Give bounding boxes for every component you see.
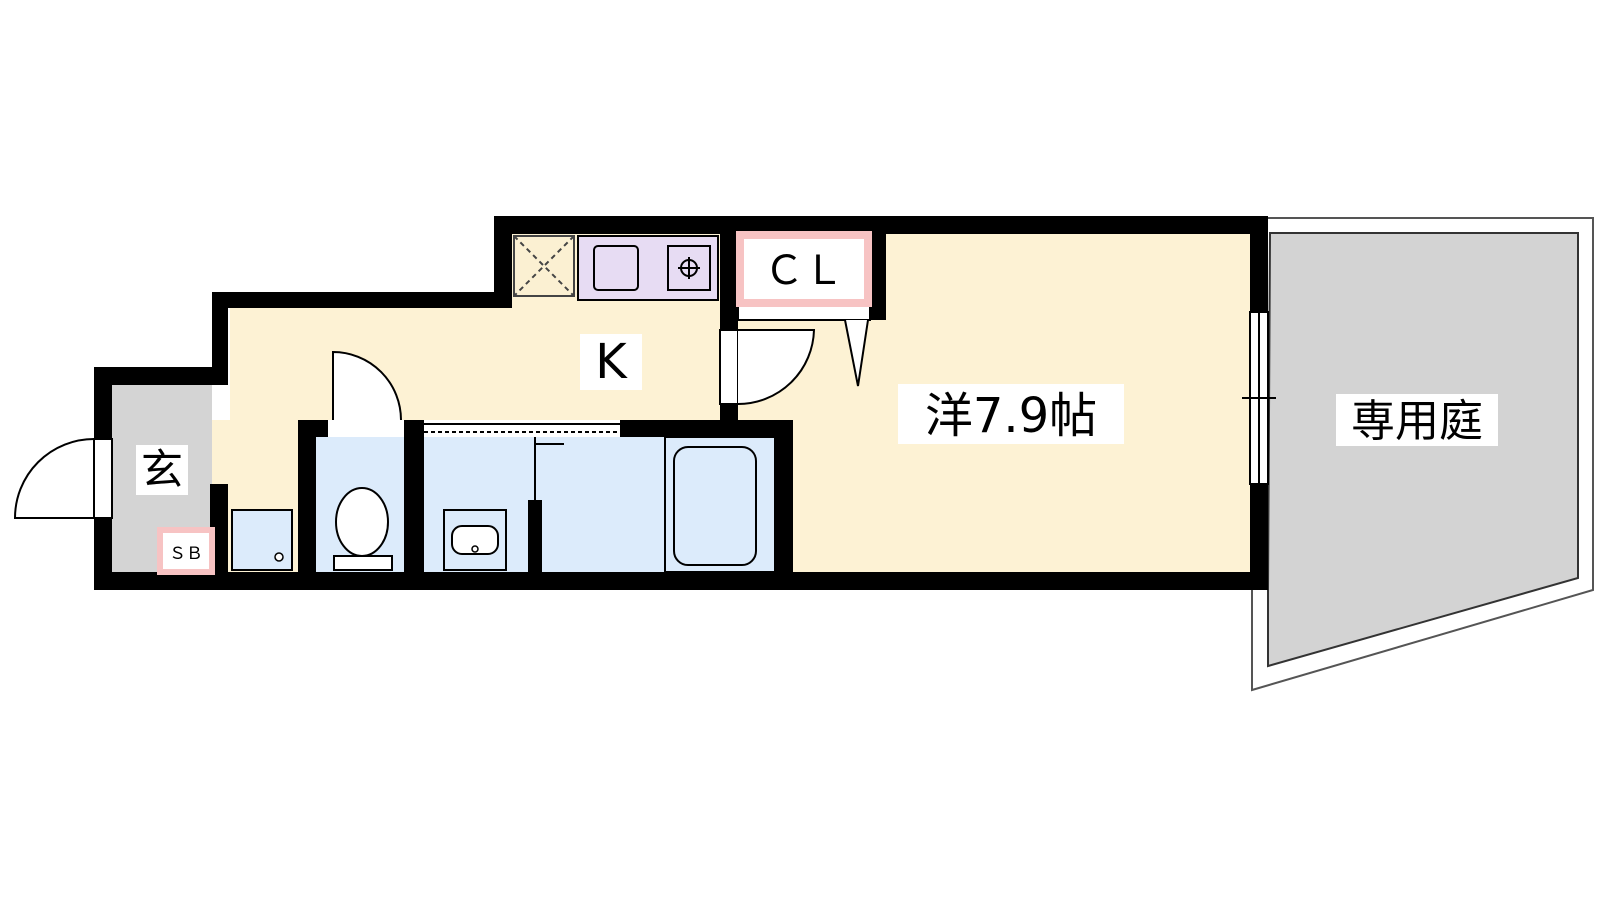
garden-label-bg xyxy=(1336,394,1498,446)
toilet-bowl xyxy=(335,487,389,557)
closet-door-leaf xyxy=(844,319,869,387)
wall-right-lower xyxy=(1250,484,1268,590)
toilet-tank xyxy=(333,555,393,571)
entrance-door-frame xyxy=(93,438,113,519)
wash-basin-drain xyxy=(471,545,479,553)
western-room-label: 洋7.9帖 xyxy=(925,388,1097,444)
kitchen-label: K xyxy=(595,334,628,390)
kitchen-sink xyxy=(593,245,639,291)
closet xyxy=(736,231,872,307)
wall-bath-right xyxy=(775,420,793,572)
room-door-swing xyxy=(737,329,816,405)
kitchen-label-bg xyxy=(580,334,642,390)
closet-label: ＣＬ xyxy=(764,248,844,294)
entrance-door-swing xyxy=(13,438,95,519)
toilet-door-swing xyxy=(332,350,402,421)
wall-entrance-left-upper xyxy=(94,367,112,439)
wall-top xyxy=(494,216,1268,234)
wall-wash-bath xyxy=(528,500,542,572)
entrance-label: 玄 xyxy=(141,445,183,494)
washing-machine-pan xyxy=(231,509,293,571)
labels: 玄 ＳＢ K ＣＬ 洋7.9帖 専用庭 xyxy=(136,248,1498,564)
wall-kitchen-left xyxy=(212,292,228,384)
washing-machine-drain xyxy=(274,552,284,562)
wall-closet-right xyxy=(870,234,886,320)
wash-basin xyxy=(451,525,499,555)
wall-bottom xyxy=(94,572,1268,590)
fridge xyxy=(513,235,575,297)
bathtub-inner xyxy=(673,446,757,566)
garden-floor xyxy=(1267,232,1579,668)
wall-kitchen-left-step xyxy=(494,216,512,308)
wall-kitchen-room-lower xyxy=(720,404,738,437)
private-garden xyxy=(1251,217,1594,692)
wall-toilet-left xyxy=(298,420,316,572)
openings xyxy=(13,303,1276,519)
wall-toilet-right xyxy=(404,420,424,572)
wall-wet-top-right xyxy=(620,420,780,437)
wall-right-upper xyxy=(1250,216,1268,312)
room-door-frame xyxy=(719,329,739,405)
western-room-label-bg xyxy=(898,384,1124,444)
wall-entrance-top xyxy=(94,367,228,385)
wall-kitchen-top xyxy=(212,292,512,308)
fixtures xyxy=(157,231,872,575)
shoe-box xyxy=(157,527,215,575)
garden-label: 専用庭 xyxy=(1351,396,1483,447)
entrance-label-bg xyxy=(136,445,188,495)
wall-kitchen-room-upper xyxy=(720,234,738,330)
walls xyxy=(94,216,1268,590)
shoe-box-label: ＳＢ xyxy=(169,544,203,564)
